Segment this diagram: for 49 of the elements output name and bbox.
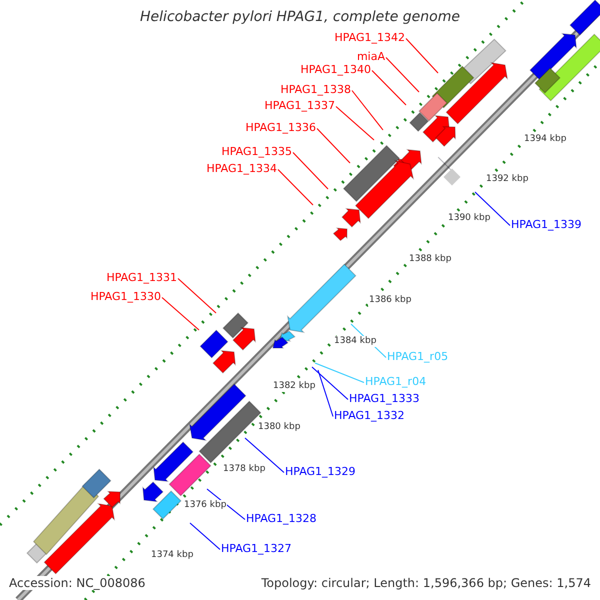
leader-line xyxy=(314,362,364,383)
leader-line xyxy=(190,522,220,550)
leader-line xyxy=(162,297,200,330)
leader-line xyxy=(316,128,350,164)
gene-label: HPAG1_1335 xyxy=(221,146,292,157)
footer-note: Accession: NC_008086 xyxy=(8,576,146,590)
scale-label: 1384 kbp xyxy=(333,336,378,347)
gene-label: HPAG1_1339 xyxy=(511,219,582,230)
gene-label: HPAG1_1332 xyxy=(334,410,405,421)
gene-label: HPAG1_1334 xyxy=(206,163,277,174)
footer-note: Topology: circular; Length: 1,596,366 bp; Genes: 1,574 xyxy=(260,576,592,590)
gene-label: HPAG1_1333 xyxy=(349,393,420,404)
leader-line xyxy=(372,70,406,106)
gene-label: HPAG1_1340 xyxy=(300,64,371,75)
gene-label: HPAG1_1329 xyxy=(285,466,356,477)
gene-label: HPAG1_1331 xyxy=(106,272,177,283)
leader-line xyxy=(244,438,284,473)
gene-label: miaA xyxy=(356,51,385,62)
leader-line xyxy=(178,278,216,314)
scale-label: 1386 kbp xyxy=(368,295,412,306)
gene-label: HPAG1_1342 xyxy=(334,32,405,43)
leader-line xyxy=(352,90,384,130)
leader-line xyxy=(278,169,314,206)
gene-label: HPAG1_1338 xyxy=(280,84,351,95)
scale-label: 1382 kbp xyxy=(272,381,316,392)
scale-label: 1388 kbp xyxy=(408,254,452,265)
scale-label: 1390 kbp xyxy=(447,213,492,224)
leader-line xyxy=(312,366,348,400)
leader-line xyxy=(336,106,374,140)
gene-label: HPAG1_1337 xyxy=(264,100,335,111)
gene-label: HPAG1_r04 xyxy=(365,376,426,387)
scale-label: 1378 kbp xyxy=(222,464,266,475)
leader-line xyxy=(292,152,328,190)
scale-label: 1392 kbp xyxy=(485,174,530,185)
leader-line xyxy=(386,57,420,92)
gene-label: HPAG1_1336 xyxy=(245,122,316,133)
scale-label: 1380 kbp xyxy=(257,422,302,433)
scale-label: 1374 kbp xyxy=(150,550,194,561)
leader-line xyxy=(318,370,334,417)
leader-line xyxy=(406,38,438,74)
gene-label: HPAG1_r05 xyxy=(387,351,448,362)
scale-label: 1394 kbp xyxy=(523,134,568,145)
gene-label: HPAG1_1328 xyxy=(246,513,317,524)
leader-line xyxy=(206,488,246,520)
gene-label: HPAG1_1327 xyxy=(221,543,292,554)
map-title: Helicobacter pylori HPAG1, complete genome xyxy=(139,10,461,24)
gene-label: HPAG1_1330 xyxy=(90,291,161,302)
leader-line xyxy=(474,192,510,226)
scale-label: 1376 kbp xyxy=(183,500,228,511)
